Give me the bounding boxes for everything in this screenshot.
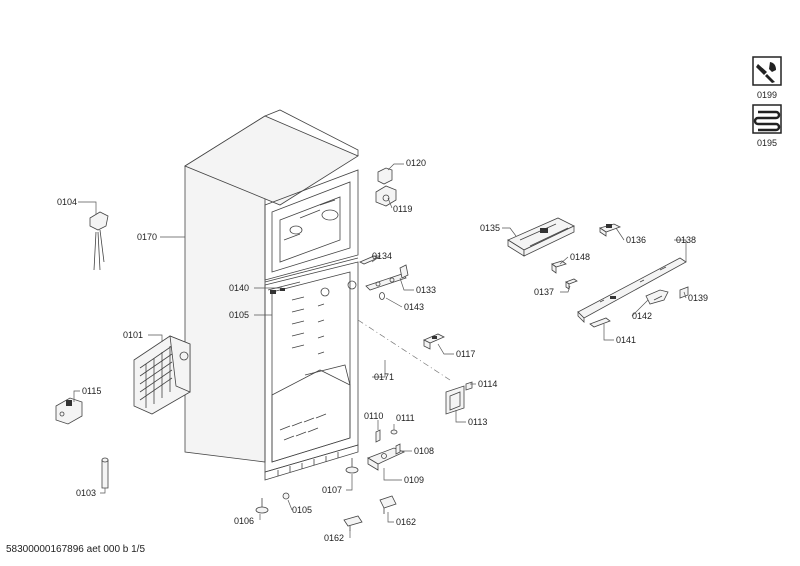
label-0109: 0109	[404, 475, 424, 485]
label-0162-right: 0162	[396, 517, 416, 527]
icon-label-0199: 0199	[757, 90, 777, 100]
label-0108: 0108	[414, 446, 434, 456]
label-0103: 0103	[76, 488, 96, 498]
refrigerator-cabinet	[184, 109, 359, 481]
label-0170: 0170	[137, 232, 157, 242]
label-0106: 0106	[234, 516, 254, 526]
label-0142: 0142	[632, 311, 652, 321]
label-0120: 0120	[406, 158, 426, 168]
evaporator-part[interactable]	[133, 335, 191, 415]
icon-label-0195: 0195	[757, 138, 777, 148]
label-0104: 0104	[57, 197, 77, 207]
sensor-part[interactable]	[551, 260, 567, 274]
label-0137: 0137	[534, 287, 554, 297]
thermostat-part[interactable]	[55, 397, 83, 425]
power-cord-part[interactable]	[89, 211, 109, 271]
cap-part[interactable]	[282, 492, 290, 500]
cover-panel-part[interactable]	[445, 385, 465, 415]
washer-part[interactable]	[390, 429, 398, 435]
label-0107: 0107	[322, 485, 342, 495]
connector-part[interactable]	[565, 278, 578, 290]
manual-icon[interactable]	[752, 104, 782, 134]
label-0119: 0119	[393, 204, 412, 214]
label-0114: 0114	[478, 379, 497, 389]
hinge-cover-part[interactable]	[375, 167, 397, 207]
label-0171: 0171	[374, 372, 394, 382]
label-0135: 0135	[480, 223, 500, 233]
diffuser-part[interactable]	[589, 317, 611, 328]
small-cap-part[interactable]	[465, 381, 473, 391]
pin-part[interactable]	[375, 429, 381, 443]
mounting-bracket-part[interactable]	[423, 333, 445, 350]
label-0115: 0115	[82, 386, 101, 396]
label-0134: 0134	[372, 251, 392, 261]
adjustable-foot-part[interactable]	[345, 458, 359, 474]
leader-lines	[73, 163, 687, 538]
label-0139: 0139	[688, 293, 708, 303]
label-0138: 0138	[676, 235, 696, 245]
label-0113: 0113	[468, 417, 487, 427]
label-0133: 0133	[416, 285, 436, 295]
lamp-cover-part[interactable]	[645, 289, 669, 305]
bottom-hinge-part[interactable]	[367, 443, 406, 471]
label-0101: 0101	[123, 330, 143, 340]
document-footer: 58300000167896 aet 000 b 1/5	[6, 544, 146, 555]
label-0105-bottom: 0105	[292, 505, 312, 515]
label-0105-top: 0105	[229, 310, 249, 320]
front-foot-part[interactable]	[255, 498, 269, 514]
label-0140: 0140	[229, 283, 249, 293]
label-0143: 0143	[404, 302, 424, 312]
label-0117: 0117	[456, 349, 475, 359]
label-0111: 0111	[396, 413, 415, 423]
label-0162-left: 0162	[324, 533, 344, 543]
support-bracket-left-part[interactable]	[343, 515, 363, 531]
heater-element-part[interactable]	[101, 457, 109, 489]
part-labels: 0120 0119 0104 0170 0134 0133 0143 0140 …	[57, 158, 708, 543]
label-0136: 0136	[626, 235, 646, 245]
label-0141: 0141	[616, 335, 636, 345]
label-0148: 0148	[570, 252, 590, 262]
service-tool-icon[interactable]	[752, 56, 782, 86]
air-duct-part[interactable]	[507, 217, 575, 257]
control-module-part[interactable]	[599, 223, 622, 237]
support-bracket-right-part[interactable]	[379, 495, 397, 514]
light-strip-part[interactable]	[577, 257, 687, 323]
label-0110: 0110	[364, 411, 383, 421]
hinge-bracket-part[interactable]	[359, 255, 409, 300]
